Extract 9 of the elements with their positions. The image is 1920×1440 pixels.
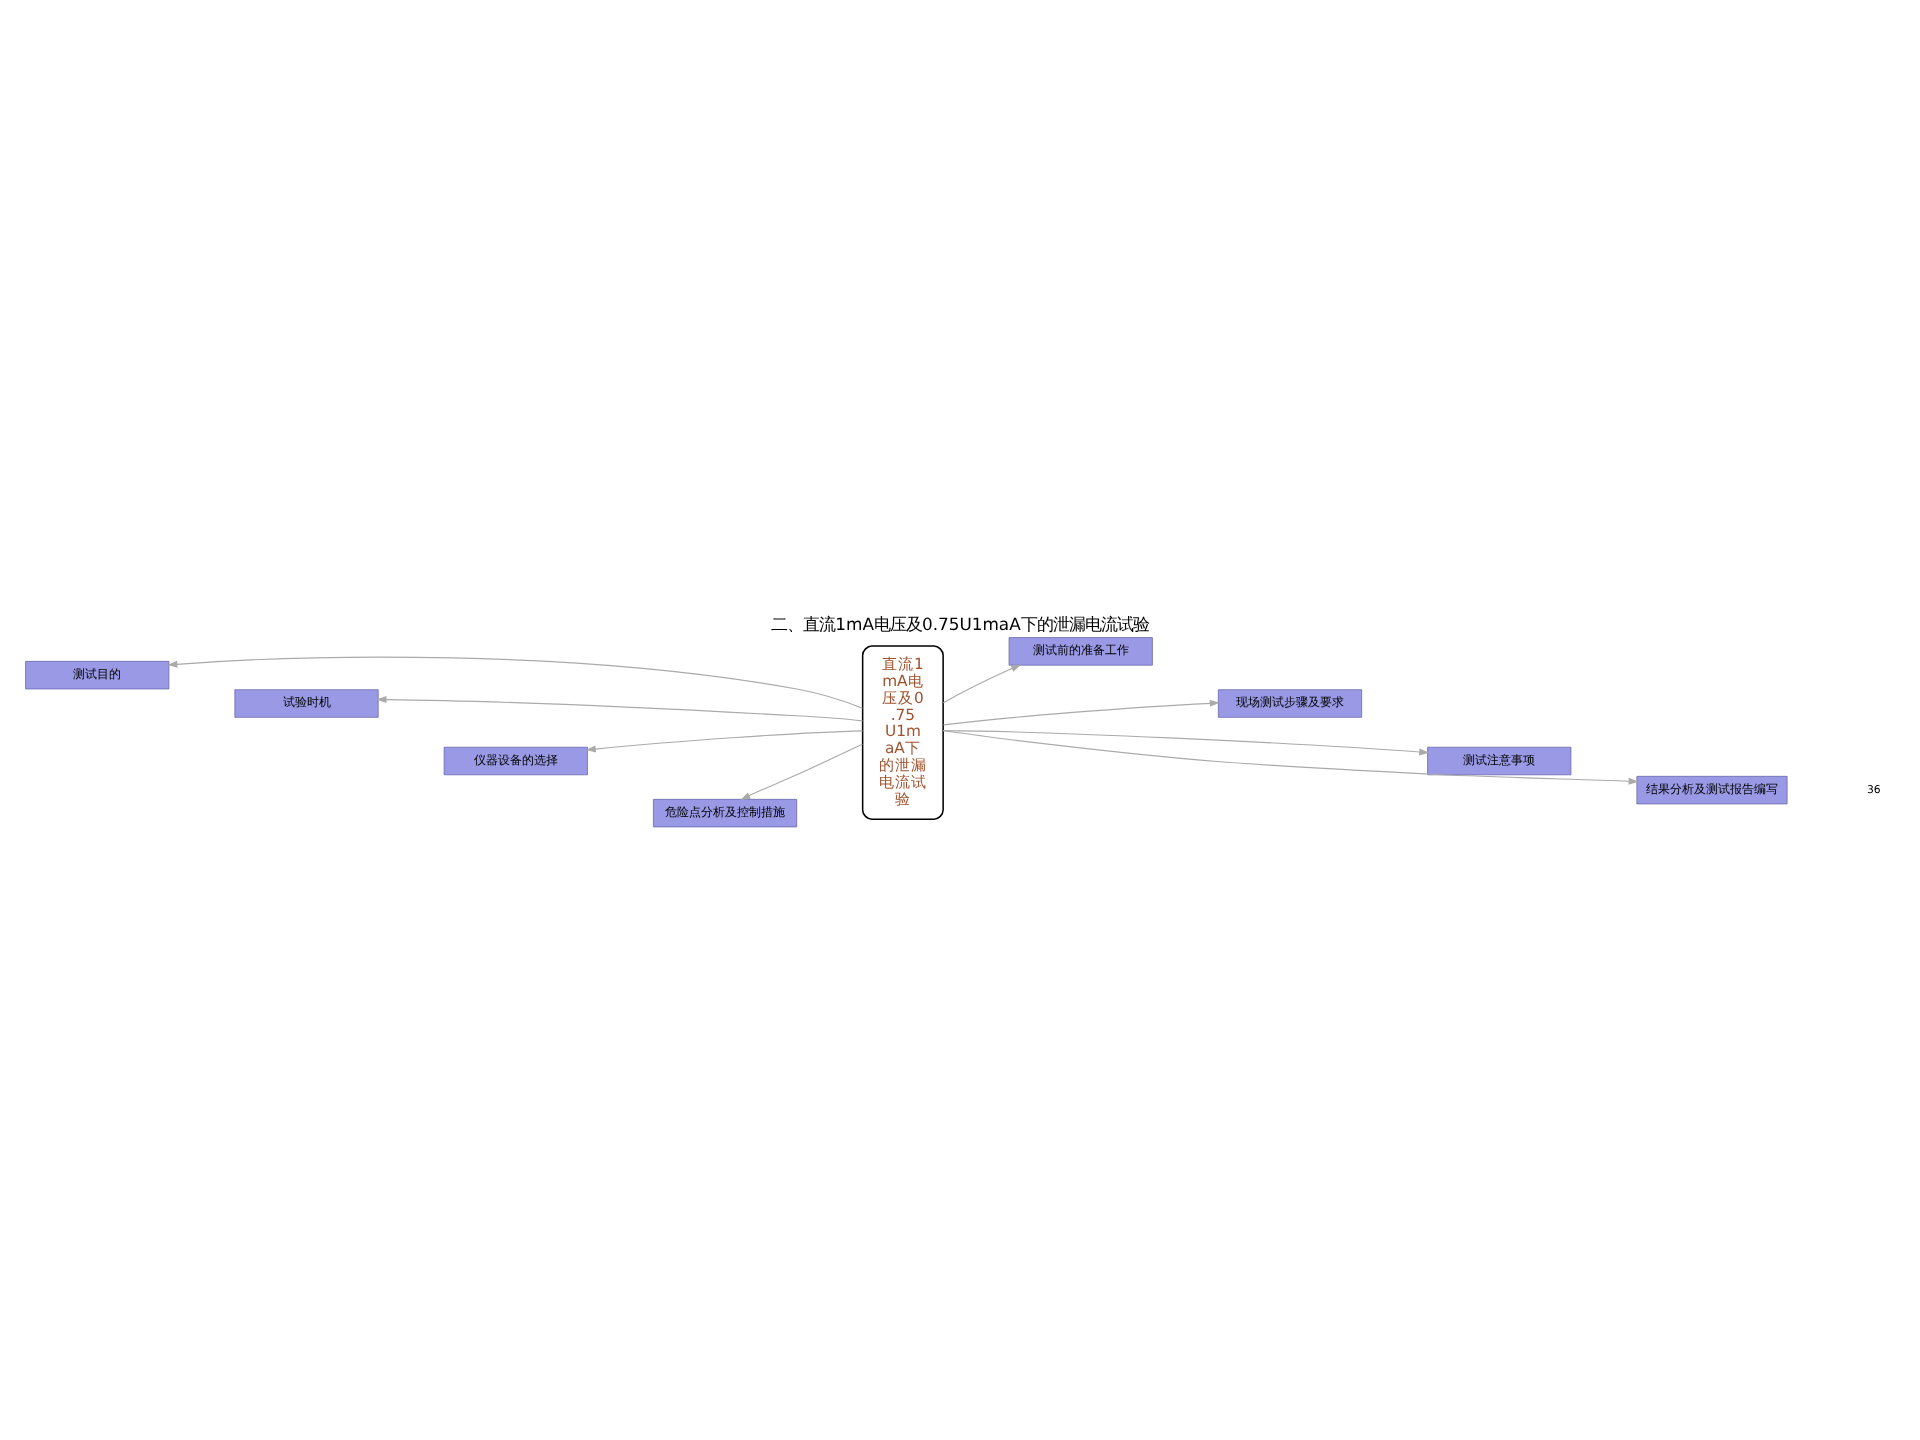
arrow xyxy=(376,696,864,722)
arrow xyxy=(942,664,1022,704)
arrow xyxy=(585,730,864,753)
diagram-title: 二、直流1mA电压及0.75U1maA下的泄漏电流试验 xyxy=(771,613,1149,634)
arrow xyxy=(167,656,864,709)
arrow xyxy=(942,730,1430,756)
arrow xyxy=(740,743,863,801)
arrow xyxy=(942,730,1639,785)
arrow xyxy=(942,699,1220,726)
